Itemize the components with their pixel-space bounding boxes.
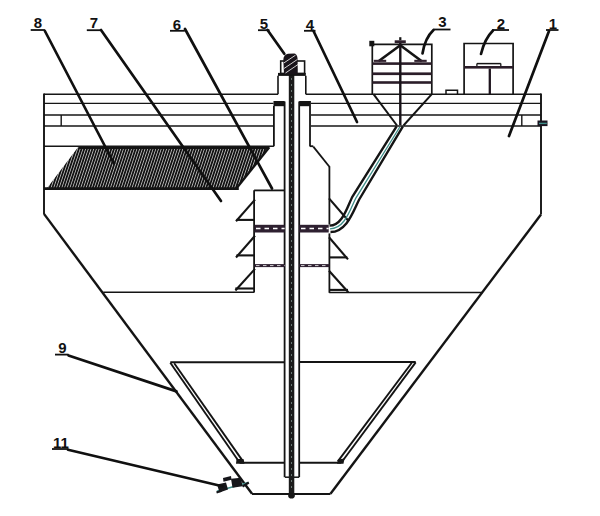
- svg-text:3: 3: [438, 13, 446, 30]
- svg-text:8: 8: [34, 14, 42, 31]
- svg-text:7: 7: [90, 14, 98, 31]
